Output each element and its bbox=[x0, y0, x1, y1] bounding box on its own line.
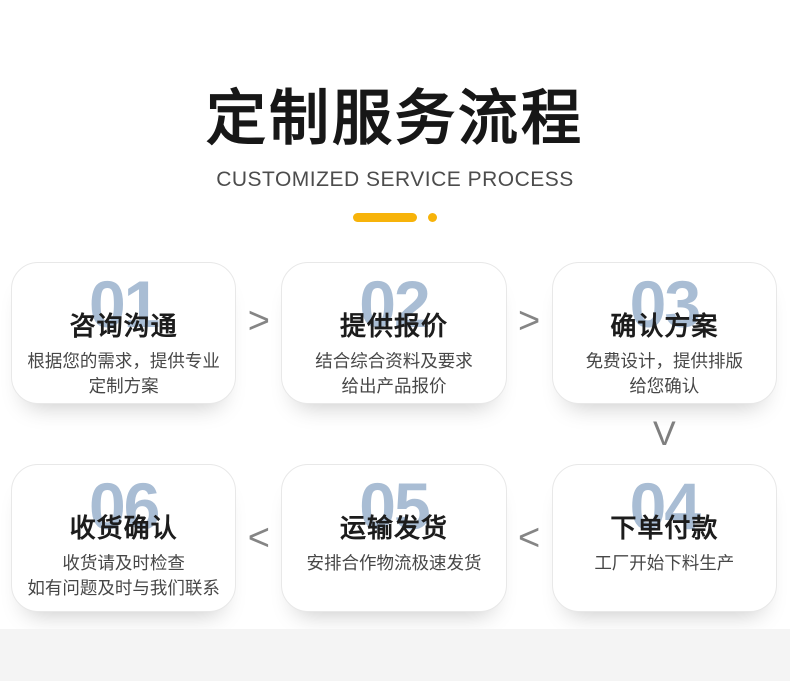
bottom-strip bbox=[0, 629, 790, 681]
step-description: 根据您的需求，提供专业 定制方案 bbox=[27, 351, 220, 396]
arrow-down-icon: V bbox=[652, 414, 676, 453]
page-subtitle: CUSTOMIZED SERVICE PROCESS bbox=[216, 168, 574, 191]
step-number: 04 bbox=[629, 469, 701, 543]
page-title: 定制服务流程 bbox=[206, 85, 584, 152]
step-description: 工厂开始下料生产 bbox=[594, 553, 735, 573]
step-title: 收货确认 bbox=[69, 513, 178, 543]
step-number: 03 bbox=[629, 267, 701, 341]
step-card-01: 01 咨询沟通 根据您的需求，提供专业 定制方案 bbox=[11, 262, 237, 404]
step-title: 确认方案 bbox=[610, 311, 719, 341]
step-title: 运输发货 bbox=[339, 513, 448, 543]
step-description: 结合综合资料及要求 给出产品报价 bbox=[315, 351, 473, 396]
step-title: 下单付款 bbox=[610, 513, 719, 543]
accent-dot bbox=[428, 213, 437, 222]
arrow-right-icon: > bbox=[518, 299, 541, 342]
step-number: 05 bbox=[359, 469, 430, 543]
arrow-left-icon: < bbox=[247, 516, 270, 559]
step-card-05: 05 运输发货 安排合作物流极速发货 bbox=[281, 464, 507, 612]
arrow-right-icon: > bbox=[247, 299, 270, 342]
step-description: 免费设计，提供排版 给您确认 bbox=[585, 351, 744, 396]
accent-bar bbox=[353, 213, 417, 222]
header: 定制服务流程 CUSTOMIZED SERVICE PROCESS bbox=[0, 0, 790, 222]
arrow-left-icon: < bbox=[518, 516, 541, 559]
step-number: 01 bbox=[88, 267, 160, 341]
step-card-04: 04 下单付款 工厂开始下料生产 bbox=[551, 464, 777, 612]
step-card-02: 02 提供报价 结合综合资料及要求 给出产品报价 bbox=[281, 262, 507, 404]
step-title: 提供报价 bbox=[339, 311, 448, 341]
step-description: 安排合作物流极速发货 bbox=[306, 553, 482, 573]
step-number: 06 bbox=[88, 469, 160, 543]
step-description: 收货请及时检查 如有问题及时与我们联系 bbox=[27, 553, 220, 598]
process-flow-grid: 01 咨询沟通 根据您的需求，提供专业 定制方案 > 02 提供报价 结合综合资… bbox=[11, 262, 777, 612]
step-card-06: 06 收货确认 收货请及时检查 如有问题及时与我们联系 bbox=[11, 464, 237, 612]
accent-divider bbox=[0, 213, 790, 222]
step-title: 咨询沟通 bbox=[69, 311, 178, 341]
step-number: 02 bbox=[359, 267, 430, 341]
step-card-03: 03 确认方案 免费设计，提供排版 给您确认 bbox=[551, 262, 777, 404]
